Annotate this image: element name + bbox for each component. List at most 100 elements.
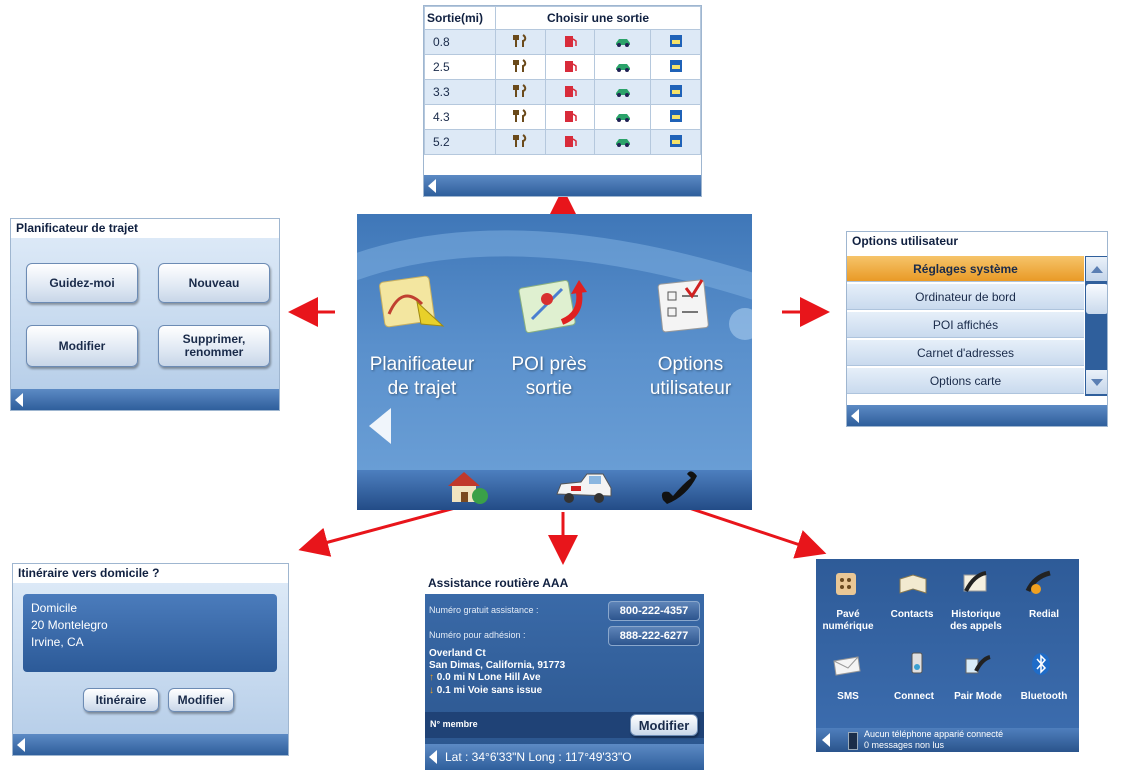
- lodging-icon[interactable]: [669, 109, 683, 123]
- back-button[interactable]: [847, 405, 1107, 426]
- scroll-up-button[interactable]: [1086, 257, 1107, 281]
- gas-pump-icon[interactable]: [563, 34, 577, 48]
- direction-1-text: 0.0 mi N Lone Hill Ave: [436, 672, 541, 683]
- lodging-icon[interactable]: [669, 134, 683, 148]
- lodging-icon[interactable]: [669, 59, 683, 73]
- gas-pump-icon[interactable]: [563, 109, 577, 123]
- options-item-trip-computer[interactable]: Ordinateur de bord: [847, 284, 1084, 310]
- phone-item-pair-mode[interactable]: Pair Mode: [954, 691, 1002, 702]
- contacts-icon[interactable]: [898, 571, 928, 597]
- table-row[interactable]: 5.2: [424, 129, 701, 155]
- phone-item-redial[interactable]: Redial: [1028, 609, 1059, 620]
- delete-rename-button[interactable]: Supprimer, renommer: [158, 325, 270, 367]
- phone-item-sms[interactable]: SMS: [837, 691, 859, 702]
- bluetooth-icon[interactable]: [1026, 651, 1056, 677]
- table-row[interactable]: 3.3: [424, 79, 701, 105]
- car-icon[interactable]: [615, 110, 631, 122]
- phone-item-connect[interactable]: Connect: [894, 691, 934, 702]
- options-item-system-settings[interactable]: Réglages système: [847, 256, 1084, 282]
- sms-icon[interactable]: [832, 653, 862, 679]
- restaurant-icon[interactable]: [513, 33, 527, 48]
- gas-pump-icon[interactable]: [563, 134, 577, 148]
- gas-pump-icon[interactable]: [563, 59, 577, 73]
- restaurant-icon[interactable]: [513, 108, 527, 123]
- trip-planner-panel: Planificateur de trajet Guidez-moi Nouve…: [10, 218, 280, 411]
- exit-distance: 5.2: [424, 129, 496, 155]
- direction-2: ↓ 0.1 mi Voie sans issue: [429, 685, 542, 696]
- coords-bar: Lat : 34°6'33"N Long : 117°49'33"O: [425, 744, 704, 770]
- back-arrow-icon: [15, 393, 23, 407]
- direction-2-text: 0.1 mi Voie sans issue: [436, 685, 543, 696]
- coordinates-readout: Lat : 34°6'33"N Long : 117°49'33"O: [445, 750, 632, 764]
- roadside-assistance-icon[interactable]: [553, 470, 617, 506]
- trip-planner-label[interactable]: Planificateur de trajet: [369, 354, 475, 399]
- car-icon[interactable]: [615, 35, 631, 47]
- user-options-panel: Options utilisateur Réglages système Ord…: [846, 231, 1108, 427]
- aaa-street: Overland Ct: [429, 648, 486, 659]
- assist-number-button[interactable]: 800-222-4357: [608, 601, 700, 621]
- back-arrow-icon[interactable]: [429, 750, 437, 764]
- lodging-icon[interactable]: [669, 84, 683, 98]
- chevron-down-icon: [1091, 379, 1103, 386]
- home-icon[interactable]: [442, 468, 490, 508]
- back-button[interactable]: [11, 389, 279, 410]
- scrollbar[interactable]: [1085, 256, 1107, 396]
- guide-me-button[interactable]: Guidez-moi: [26, 263, 138, 303]
- scroll-down-button[interactable]: [1086, 370, 1107, 394]
- arrow-down-icon: ↓: [429, 685, 434, 696]
- connect-icon[interactable]: [902, 651, 932, 677]
- phone-icon[interactable]: [657, 470, 701, 506]
- edit-button[interactable]: Modifier: [26, 325, 138, 367]
- table-row[interactable]: 2.5: [424, 54, 701, 80]
- distance-header: Sortie(mi): [424, 6, 496, 30]
- back-arrow-icon[interactable]: [365, 406, 395, 446]
- exit-distance: 3.3: [424, 79, 496, 105]
- edit-member-button[interactable]: Modifier: [630, 714, 698, 736]
- car-icon[interactable]: [615, 85, 631, 97]
- back-button[interactable]: [424, 175, 701, 196]
- member-row: N° membre Modifier: [425, 712, 704, 738]
- new-button[interactable]: Nouveau: [158, 263, 270, 303]
- back-arrow-icon[interactable]: [822, 733, 830, 747]
- panel-title: Options utilisateur: [847, 232, 1107, 250]
- member-label: Numéro pour adhésion :: [429, 630, 526, 640]
- route-button[interactable]: Itinéraire: [83, 688, 159, 712]
- keypad-icon[interactable]: [832, 571, 862, 597]
- options-item-address-book[interactable]: Carnet d'adresses: [847, 340, 1084, 366]
- user-options-icon[interactable]: [652, 274, 716, 338]
- back-arrow-icon: [851, 409, 859, 423]
- trip-planner-icon[interactable]: [377, 274, 447, 338]
- car-icon[interactable]: [615, 135, 631, 147]
- arrow-up-icon: ↑: [429, 672, 434, 683]
- main-menu-panel: Planificateur de trajet POI près sortie …: [357, 214, 752, 510]
- status-line-1: Aucun téléphone apparié connecté: [864, 729, 1004, 739]
- table-row[interactable]: 0.8: [424, 29, 701, 55]
- back-button[interactable]: [13, 734, 288, 755]
- restaurant-icon[interactable]: [513, 58, 527, 73]
- phone-item-call-history[interactable]: Historique des appels: [950, 609, 1002, 632]
- table-row[interactable]: 4.3: [424, 104, 701, 130]
- phone-item-keypad[interactable]: Pavé numérique: [822, 609, 874, 632]
- panel-title: Itinéraire vers domicile ?: [13, 564, 288, 582]
- aaa-assistance-panel: Assistance routière AAA Numéro gratuit a…: [425, 574, 704, 770]
- edit-button[interactable]: Modifier: [168, 688, 234, 712]
- restaurant-icon[interactable]: [513, 133, 527, 148]
- pair-mode-icon[interactable]: [962, 651, 992, 677]
- gas-pump-icon[interactable]: [563, 84, 577, 98]
- scroll-thumb[interactable]: [1086, 284, 1107, 314]
- phone-item-contacts[interactable]: Contacts: [890, 609, 934, 620]
- member-number-button[interactable]: 888-222-6277: [608, 626, 700, 646]
- call-history-icon[interactable]: [960, 569, 990, 595]
- redial-icon[interactable]: [1024, 569, 1054, 595]
- options-item-map-options[interactable]: Options carte: [847, 368, 1084, 394]
- car-icon[interactable]: [615, 60, 631, 72]
- home-route-panel: Itinéraire vers domicile ? Domicile 20 M…: [12, 563, 289, 756]
- restaurant-icon[interactable]: [513, 83, 527, 98]
- phone-item-bluetooth[interactable]: Bluetooth: [1020, 691, 1068, 702]
- poi-exit-icon[interactable]: [517, 274, 592, 338]
- user-options-label[interactable]: Options utilisateur: [649, 354, 732, 399]
- poi-exit-label[interactable]: POI près sortie: [511, 354, 587, 399]
- options-item-poi-displayed[interactable]: POI affichés: [847, 312, 1084, 338]
- decorative-swoosh: [357, 230, 752, 340]
- lodging-icon[interactable]: [669, 34, 683, 48]
